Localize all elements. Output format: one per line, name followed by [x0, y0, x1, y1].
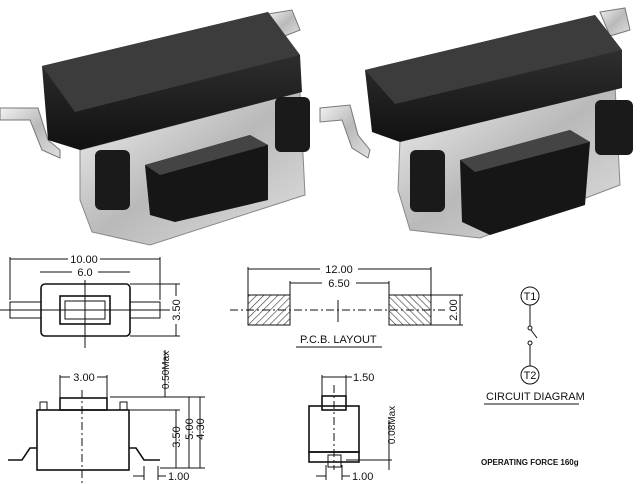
terminal-t1-label: T1 — [524, 291, 537, 303]
dim-actuator-travel: 0.50Max — [161, 351, 172, 389]
terminal-t2-label: T2 — [524, 370, 537, 382]
dim-pad-span: 12.00 — [325, 264, 353, 276]
dim-body-width: 6.0 — [77, 267, 92, 279]
dim-total-height-a: 5.00 — [184, 418, 196, 439]
pcb-layout-drawing: 12.00 6.50 2.00 P.C.B. LAYOUT — [230, 264, 463, 348]
dim-clearance: 0.08Max — [387, 406, 398, 444]
dim-pad-height: 2.00 — [448, 299, 460, 320]
circuit-diagram-title: CIRCUIT DIAGRAM — [486, 391, 585, 403]
pcb-layout-title: P.C.B. LAYOUT — [300, 334, 377, 346]
dim-pad-gap: 6.50 — [328, 278, 349, 290]
operating-force: OPERATING FORCE 160g — [481, 458, 579, 467]
side-view-drawing: 3.00 0.50Max 3.50 5.00 4.30 1.00 — [8, 350, 207, 484]
circuit-diagram: T1 T2 CIRCUIT DIAGRAM — [484, 286, 585, 405]
switch-photo-angled — [319, 7, 633, 239]
dim-end-lead-width: 1.00 — [352, 471, 373, 483]
end-view-drawing: 1.50 0.08Max 1.00 — [308, 372, 398, 483]
dim-end-actuator-width: 1.50 — [353, 372, 374, 384]
switch-photo-front — [0, 9, 310, 246]
dim-actuator-width: 3.00 — [73, 372, 94, 384]
dim-overall-width: 10.00 — [70, 254, 98, 266]
dim-body-height: 3.50 — [171, 426, 183, 447]
dim-lead-width: 1.00 — [168, 471, 189, 483]
top-view-drawing: 10.00 6.0 3.50 — [0, 254, 183, 348]
dim-body-depth: 3.50 — [171, 299, 183, 320]
terminal-t2 — [520, 365, 540, 385]
dim-total-height-b: 4.30 — [195, 418, 207, 439]
